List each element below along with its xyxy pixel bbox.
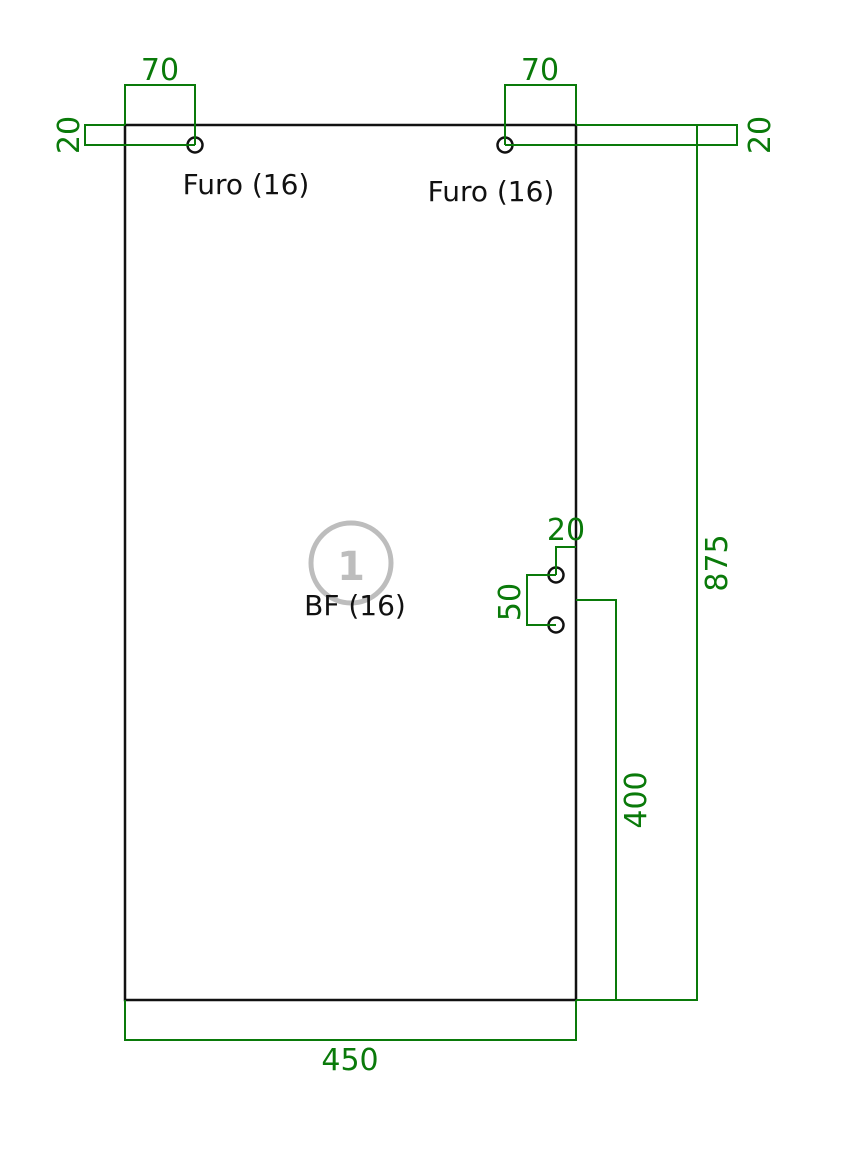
- dim-top-left-70: 70: [124, 53, 196, 145]
- dim-total-width-450: 450: [124, 1000, 577, 1078]
- dim-side-400: 400: [576, 599, 654, 1001]
- dim-side-400-text: 400: [619, 771, 654, 828]
- dim-top-right-70-text: 70: [521, 53, 559, 88]
- label-center: BF (16): [304, 589, 406, 622]
- dim-side-50: 50: [493, 574, 556, 626]
- dim-left-20: 20: [52, 116, 195, 154]
- dim-top-left-70-text: 70: [141, 53, 179, 88]
- dim-side-20-text: 20: [547, 513, 585, 548]
- label-hole-top-right: Furo (16): [428, 175, 555, 208]
- panel-outline: [123, 123, 578, 1002]
- dim-side-50-text: 50: [493, 583, 528, 621]
- dim-total-height-875: 875: [576, 125, 735, 1001]
- dim-side-20: 20: [547, 513, 585, 575]
- dim-right-20-text: 20: [743, 116, 778, 154]
- dim-right-20: 20: [505, 116, 778, 154]
- dim-top-right-70: 70: [504, 53, 577, 145]
- dim-left-20-text: 20: [52, 116, 87, 154]
- panel-number: 1: [337, 544, 365, 590]
- panel-number-badge: [308, 520, 394, 606]
- dim-total-width-450-text: 450: [321, 1043, 378, 1078]
- label-hole-top-left: Furo (16): [183, 168, 310, 201]
- dim-total-height-875-text: 875: [700, 534, 735, 591]
